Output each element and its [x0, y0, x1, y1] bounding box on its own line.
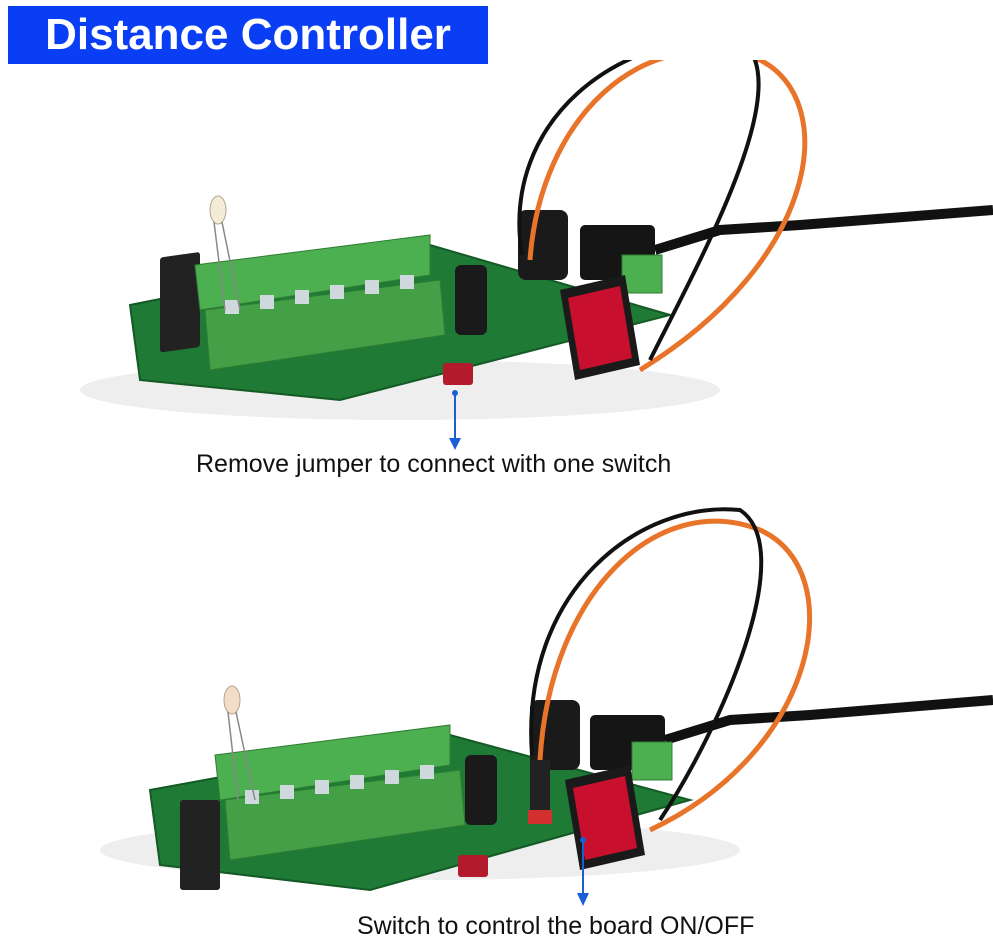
- title-banner: Distance Controller: [8, 6, 488, 64]
- rocker-switch-top: [560, 275, 640, 380]
- caption-switch-control: Switch to control the board ON/OFF: [357, 912, 755, 940]
- board-illustration-bottom: [100, 507, 993, 906]
- board-illustration-top: [80, 60, 993, 450]
- rocker-switch-bottom: [565, 765, 645, 870]
- page-title: Distance Controller: [45, 10, 451, 59]
- terminal-blocks-bottom: [214, 724, 466, 861]
- caption-remove-jumper: Remove jumper to connect with one switch: [196, 450, 672, 478]
- photo-board-jumper-removed: [0, 60, 993, 460]
- jumper-removed: [443, 363, 473, 385]
- photo-board-switch: [0, 470, 993, 910]
- terminal-blocks: [194, 234, 446, 371]
